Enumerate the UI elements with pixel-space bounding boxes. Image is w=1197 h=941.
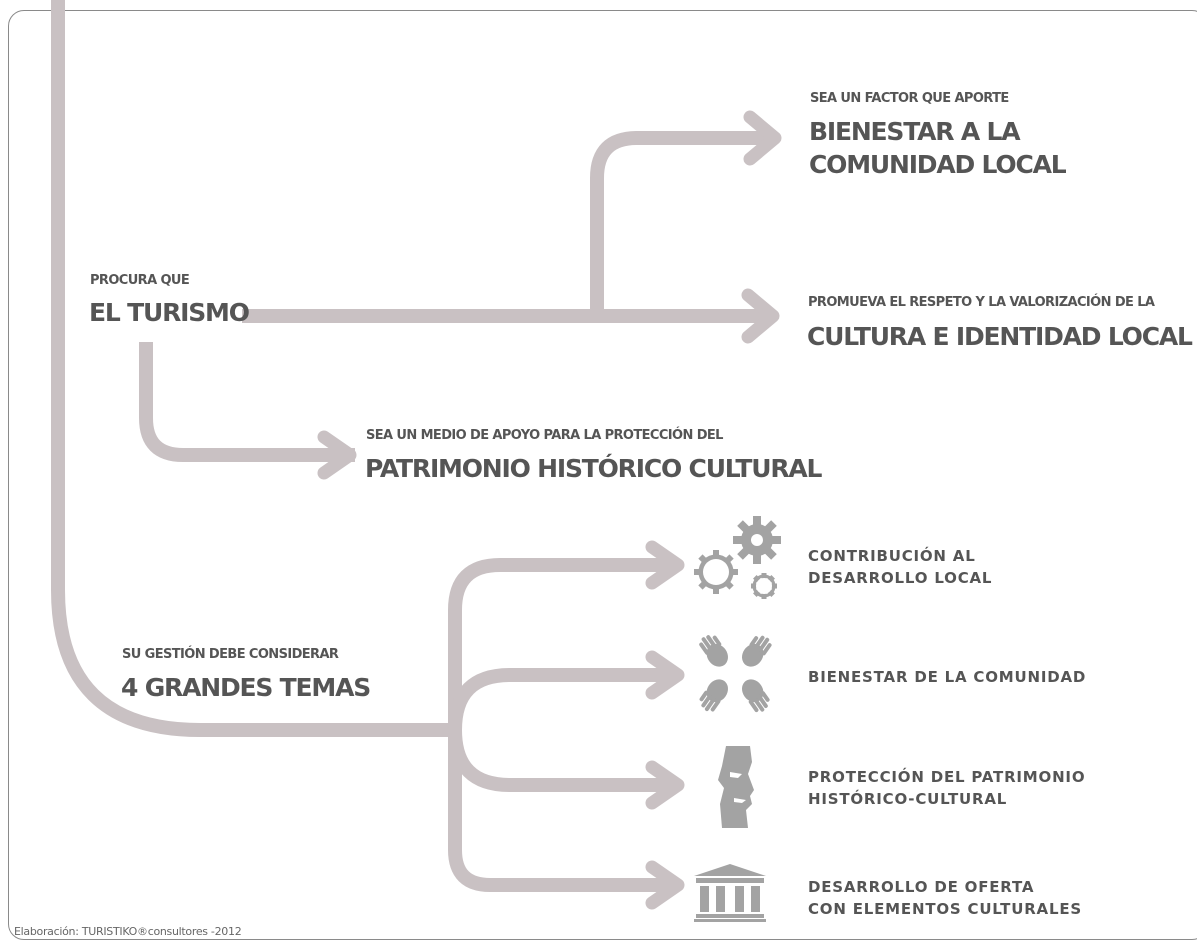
outcome-cultura-lead: PROMUEVA EL RESPETO Y LA VALORIZACIÓN DE… <box>808 295 1155 310</box>
topic-2-line1: BIENESTAR DE LA COMUNIDAD <box>808 668 1087 686</box>
outcome-patrimonio-title: PATRIMONIO HISTÓRICO CULTURAL <box>365 454 822 483</box>
arrow-topic-3 <box>645 760 685 810</box>
gestion-title: 4 GRANDES TEMAS <box>121 673 371 702</box>
temple-icon <box>694 864 766 922</box>
branch-topic-1-line <box>448 558 678 730</box>
arrow-topic-2 <box>645 650 685 700</box>
gears-icon <box>694 516 781 599</box>
moai-icon <box>718 746 754 828</box>
arrow-bienestar <box>743 110 782 166</box>
arrow-topic-4 <box>645 860 685 910</box>
credit-note: Elaboración: TURISTIKO®consultores -2012 <box>14 925 242 938</box>
branch-bienestar-line <box>590 131 772 316</box>
topic-3-line2: HISTÓRICO-CULTURAL <box>808 790 1008 808</box>
topic-3-line1: PROTECCIÓN DEL PATRIMONIO <box>808 768 1086 786</box>
branch-patrimonio-line <box>139 342 355 462</box>
turismo-lead: PROCURA QUE <box>90 273 190 288</box>
outcome-bienestar-title-line1: BIENESTAR A LA <box>809 117 1021 146</box>
branch-topic-2-line <box>448 668 678 731</box>
outcome-bienestar-title-line2: COMUNIDAD LOCAL <box>809 150 1067 179</box>
arrow-cultura <box>741 288 780 344</box>
arrow-topic-1 <box>645 540 685 590</box>
outcome-cultura-title: CULTURA E IDENTIDAD LOCAL <box>807 322 1193 351</box>
diagram-frame <box>8 10 1197 940</box>
turismo-title: EL TURISMO <box>89 298 250 327</box>
branch-topic-3-line <box>448 729 678 792</box>
topic-1-line2: DESARROLLO LOCAL <box>808 569 993 587</box>
outcome-patrimonio-lead: SEA UN MEDIO DE APOYO PARA LA PROTECCIÓN… <box>366 428 723 443</box>
gestion-lead: SU GESTIÓN DEBE CONSIDERAR <box>122 647 339 662</box>
hands-icon <box>699 635 772 713</box>
topic-4-line2: CON ELEMENTOS CULTURALES <box>808 900 1082 918</box>
branch-topic-4-line <box>448 730 678 892</box>
main-trunk-line <box>51 0 455 737</box>
topic-4-line1: DESARROLLO DE OFERTA <box>808 878 1035 896</box>
outcome-bienestar-lead: SEA UN FACTOR QUE APORTE <box>810 91 1009 106</box>
topic-1-line1: CONTRIBUCIÓN AL <box>808 547 976 565</box>
arrow-patrimonio <box>317 430 357 480</box>
